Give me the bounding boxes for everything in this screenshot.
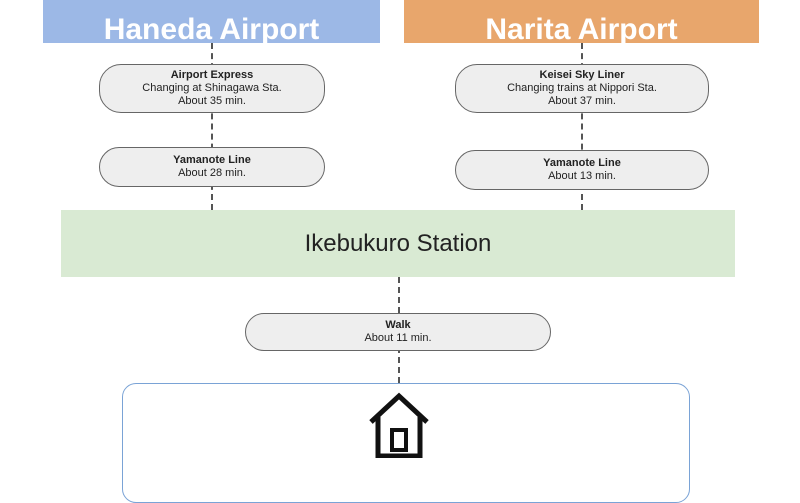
station-name: Ikebukuro Station — [304, 229, 492, 257]
step-duration: About 13 min. — [548, 170, 616, 182]
haneda-airport-title: Haneda Airport — [103, 13, 320, 44]
step-title: Yamanote Line — [543, 157, 621, 169]
step-detail: Changing trains at Nippori Sta. — [507, 82, 657, 94]
walk-step: Walk About 11 min. — [245, 313, 551, 351]
step-duration: About 11 min. — [364, 332, 432, 344]
haneda-connector-line — [211, 43, 213, 210]
step-duration: About 37 min. — [548, 95, 616, 107]
haneda-airport-header: Haneda Airport — [43, 0, 380, 43]
haneda-airport-express-step: Airport Express Changing at Shinagawa St… — [99, 64, 325, 113]
step-detail: Changing at Shinagawa Sta. — [142, 82, 282, 94]
narita-keisei-sky-liner-step: Keisei Sky Liner Changing trains at Nipp… — [455, 64, 709, 113]
step-title: Airport Express — [170, 69, 254, 81]
house-icon — [369, 392, 429, 458]
step-title: Yamanote Line — [173, 154, 251, 166]
step-duration: About 28 min. — [178, 167, 246, 179]
narita-airport-header: Narita Airport — [404, 0, 759, 43]
step-title: Keisei Sky Liner — [539, 69, 625, 81]
haneda-yamanote-line-step: Yamanote Line About 28 min. — [99, 147, 325, 187]
ikebukuro-station-band: Ikebukuro Station — [61, 210, 735, 277]
step-title: Walk — [385, 319, 411, 331]
narita-airport-title: Narita Airport — [485, 13, 678, 44]
narita-yamanote-line-step: Yamanote Line About 13 min. — [455, 150, 709, 190]
narita-connector-line — [581, 43, 583, 210]
step-duration: About 35 min. — [178, 95, 246, 107]
